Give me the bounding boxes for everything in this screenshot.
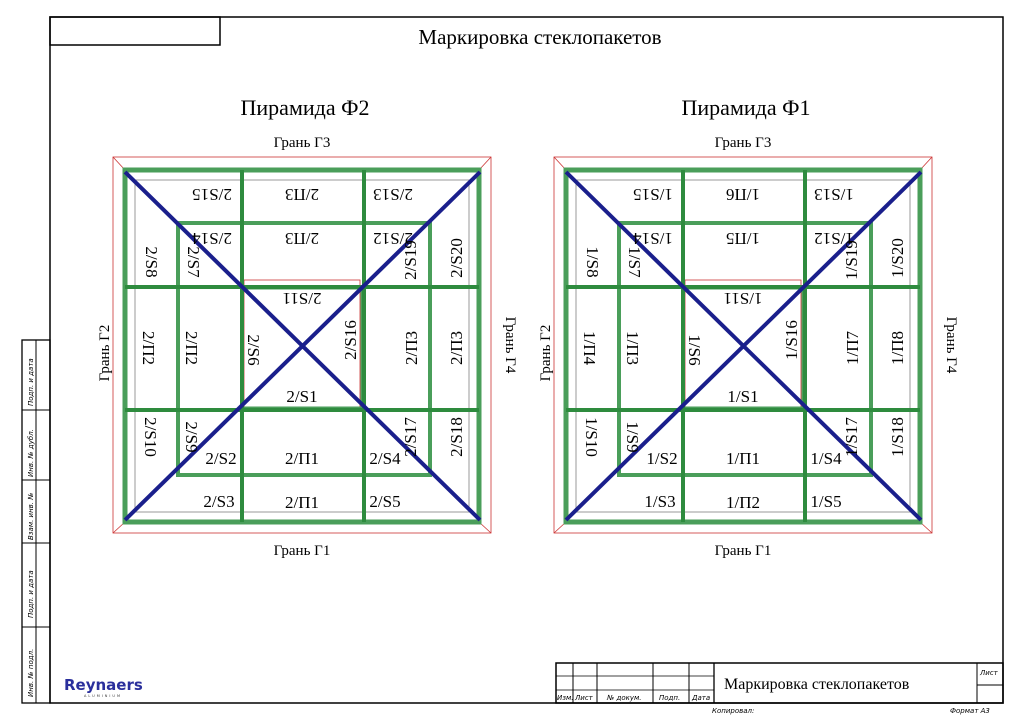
glass-unit-label: 1/S18 [888,417,907,457]
glass-unit-label: 1/S3 [644,492,675,511]
face-label-top: Грань Г3 [274,135,331,151]
glass-unit-label: 1/S17 [842,417,861,457]
face-label-left: Грань Г2 [97,325,113,382]
glass-unit-label: 2/П1 [285,493,319,512]
corner-box [49,16,221,46]
glass-unit-label: 2/S3 [203,492,234,511]
glass-unit-label: 2/S18 [447,417,466,457]
pyramid-title: Пирамида Ф2 [241,95,370,120]
face-label-top: Грань Г3 [715,135,772,151]
tb-header-sign: Подп. [659,694,680,702]
glass-unit-label: 1/S10 [582,417,601,457]
glass-unit-label: 2/S11 [282,289,321,308]
glass-unit-label: 2/S2 [205,449,236,468]
tb-sheet-label: Лист [979,669,999,677]
glass-unit-label: 2/П2 [139,331,158,365]
glass-unit-label: 2/S17 [401,417,420,457]
tb-header-date: Дата [691,694,710,702]
pyramid-f2: Пирамида Ф2 Грань Г3 Грань Г1 Грань Г2 Грань… [97,95,518,559]
stamp-inv-original: Инв. № подл. [27,649,35,697]
glass-unit-label: 2/S20 [447,238,466,278]
glass-unit-label: 2/П3 [447,331,466,365]
glass-unit-label: 2/S14 [192,229,232,248]
reynaers-logo: Reynaers ALUMINIUM [64,676,143,698]
glass-unit-label: 1/S12 [814,229,854,248]
glass-unit-label: 1/S8 [583,246,602,277]
inner-ring [617,221,873,477]
face-label-bottom: Грань Г1 [715,543,772,559]
title-block: Изм. Лист № докум. Подп. Дата Маркировка… [555,662,1004,715]
glass-unit-label: 2/S7 [184,246,203,278]
glass-unit-label: 2/S13 [373,185,413,204]
glass-unit-label: 1/S7 [625,246,644,278]
glass-unit-label: 2/П1 [285,449,319,468]
face-label-bottom: Грань Г1 [274,543,331,559]
outline [553,156,933,534]
glass-unit-label: 2/П2 [182,331,201,365]
glass-unit-label: 1/П6 [726,185,760,204]
sheet-title: Маркировка стеклопакетов [418,25,661,49]
glass-unit-label: 2/S5 [369,492,400,511]
outer-frame [122,167,482,525]
glass-unit-label: 1/S9 [623,421,642,452]
logo-subtext: ALUMINIUM [84,694,122,698]
pyramid-f1: Пирамида Ф1 Грань Г3 Грань Г1 Грань Г2 Грань… [538,95,959,559]
logo-text: Reynaers [64,676,143,694]
outline [112,156,492,534]
glass-unit-label: 1/S20 [888,238,907,278]
pyramid-title: Пирамида Ф1 [682,95,811,120]
glass-unit-label: 2/S10 [141,417,160,457]
glass-unit-label: 2/П3 [285,229,319,248]
glass-unit-label: 1/S16 [782,320,801,360]
glass-unit-label: 2/S16 [341,320,360,360]
glass-unit-label: 1/П7 [843,331,862,366]
inner-ring [176,221,432,477]
glass-edge [575,179,911,513]
glass-unit-label: 1/S1 [727,387,758,406]
tb-copied: Копировал: [712,707,754,715]
glass-unit-label: 2/S6 [244,334,263,365]
glass-unit-label: 1/S2 [646,449,677,468]
glass-unit-label: 1/П1 [726,449,760,468]
glass-unit-label: 2/П3 [402,331,421,365]
glass-unit-label: 1/S15 [633,185,673,204]
stamp-inv-duplicate: Инв. № дубл. [27,429,35,477]
glass-unit-label: 1/S6 [685,334,704,365]
glass-unit-label: 1/П4 [580,331,599,366]
glass-unit-label: 1/П8 [888,331,907,365]
tb-header-doc: № докум. [606,694,642,702]
glass-unit-label: 2/S4 [369,449,401,468]
glass-unit-label: 1/S11 [723,289,762,308]
glass-edge [134,179,470,513]
glass-unit-label: 2/П3 [285,185,319,204]
face-label-left: Грань Г2 [538,325,554,382]
outer-frame [563,167,923,525]
glass-unit-label: 1/П2 [726,493,760,512]
face-label-right: Грань Г4 [943,317,959,374]
stamp-replace-inv: Взам. инв. № [27,492,35,540]
glass-unit-label: 1/S5 [810,492,841,511]
glass-unit-label: 1/S4 [810,449,842,468]
tb-header-change: Изм. [557,694,573,702]
glass-unit-label: 2/S19 [401,240,420,280]
glass-unit-label: 2/S8 [142,246,161,277]
glass-unit-label: 1/S13 [814,185,854,204]
glass-unit-label: 2/S1 [286,387,317,406]
tb-header-sheet: Лист [574,694,594,702]
glass-unit-label: 1/S19 [842,240,861,280]
face-label-right: Грань Г4 [502,317,518,374]
glass-unit-label: 2/S15 [192,185,232,204]
stamp-sign-date-2: Подп. и дата [27,358,35,406]
glass-unit-label: 1/S14 [633,229,673,248]
glass-unit-label: 2/S9 [182,421,201,452]
diagonal-ridge [564,170,923,522]
glass-unit-label: 2/S12 [373,229,413,248]
glass-unit-label: 1/П3 [623,331,642,365]
tb-title: Маркировка стеклопакетов [724,676,910,693]
side-stamp: Инв. № подл. Подп. и дата Взам. инв. № И… [21,339,51,704]
diagonal-ridge [123,170,482,522]
glass-unit-label: 1/П5 [726,229,760,248]
stamp-sign-date-1: Подп. и дата [27,570,35,618]
tb-format: Формат А3 [950,707,990,715]
